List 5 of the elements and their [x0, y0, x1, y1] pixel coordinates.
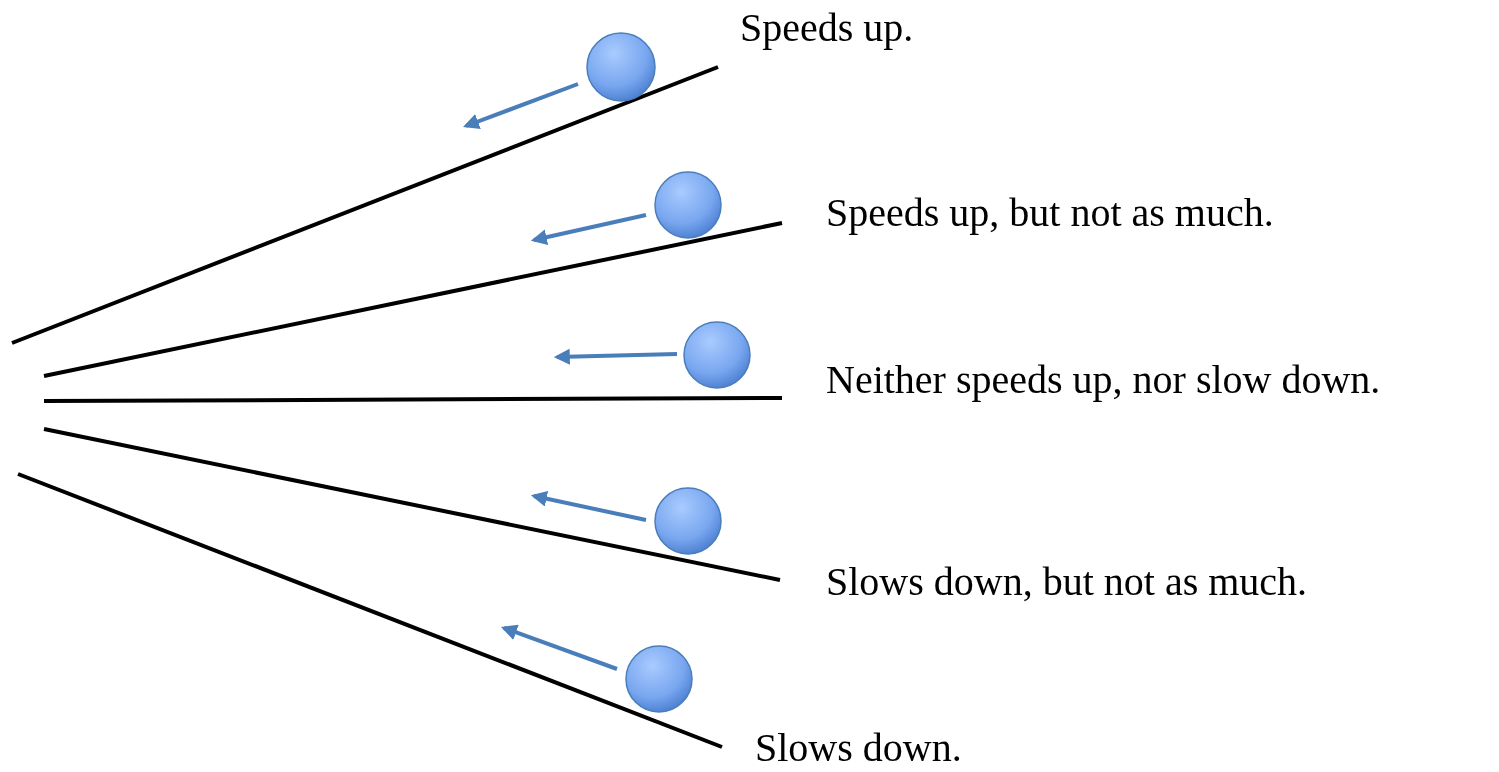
motion-label: Speeds up, but not as much.	[826, 193, 1274, 233]
motion-label: Slows down.	[755, 728, 962, 768]
motion-label: Neither speeds up, nor slow down.	[826, 360, 1381, 400]
motion-label: Slows down, but not as much.	[826, 562, 1308, 602]
motion-label: Speeds up.	[740, 8, 914, 48]
